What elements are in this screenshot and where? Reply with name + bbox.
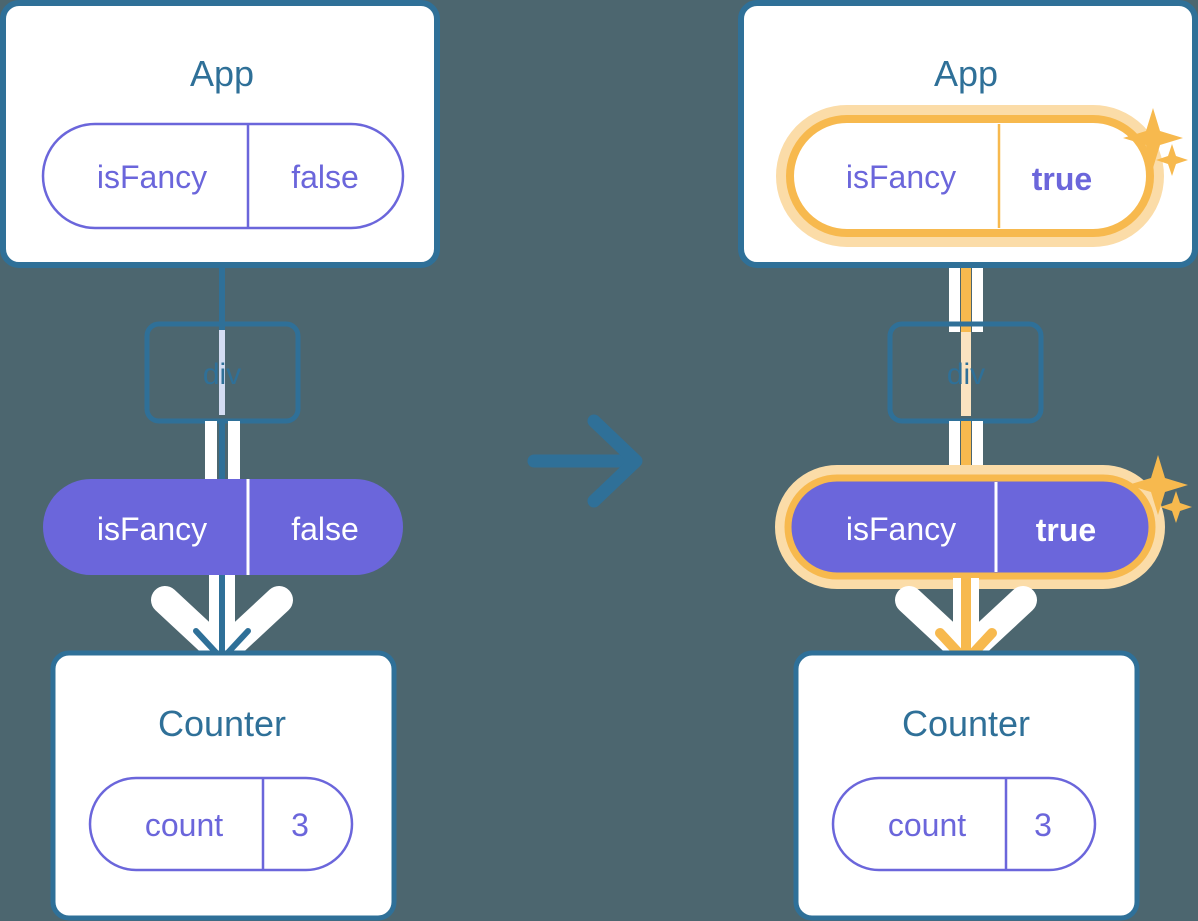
app-state-pill-left: isFancy false bbox=[41, 122, 405, 230]
pill-body bbox=[41, 122, 405, 230]
sparkle-small-icon-app bbox=[1156, 144, 1188, 176]
sparkle-large-icon-prop bbox=[1128, 455, 1188, 515]
app-state-pill-right: isFancy true bbox=[776, 105, 1164, 247]
pill-highlight-ring bbox=[786, 115, 1154, 237]
pill-body bbox=[831, 776, 1097, 872]
prop-pill-right: isFancy true bbox=[775, 465, 1165, 589]
sparkle-small-icon-prop bbox=[1160, 491, 1192, 523]
pill-body bbox=[88, 776, 354, 872]
pill-highlight-glow bbox=[776, 105, 1164, 247]
panel-after: App isFancy true div bbox=[738, 0, 1198, 921]
connector-gutter-right-a bbox=[949, 421, 960, 481]
div-node-box-left bbox=[144, 321, 301, 424]
prop-pill-left: isFancy false bbox=[43, 479, 403, 575]
connector-gutter-right-top-a bbox=[949, 262, 960, 332]
connector-gutter-left-a bbox=[205, 421, 217, 481]
connector-gutter-left-b bbox=[228, 421, 240, 481]
pill-body bbox=[43, 479, 403, 575]
counter-state-pill-left: count 3 bbox=[88, 776, 354, 872]
transition-right-arrow bbox=[527, 414, 643, 508]
connector-gutter-right-top-b bbox=[972, 262, 983, 332]
pill-body bbox=[784, 474, 1156, 580]
counter-state-pill-right: count 3 bbox=[831, 776, 1097, 872]
panel-before: App isFancy false div isFancy bbox=[0, 0, 440, 921]
sparkle-large-icon-app bbox=[1123, 108, 1183, 168]
connector-gutter-right-b bbox=[972, 421, 983, 481]
